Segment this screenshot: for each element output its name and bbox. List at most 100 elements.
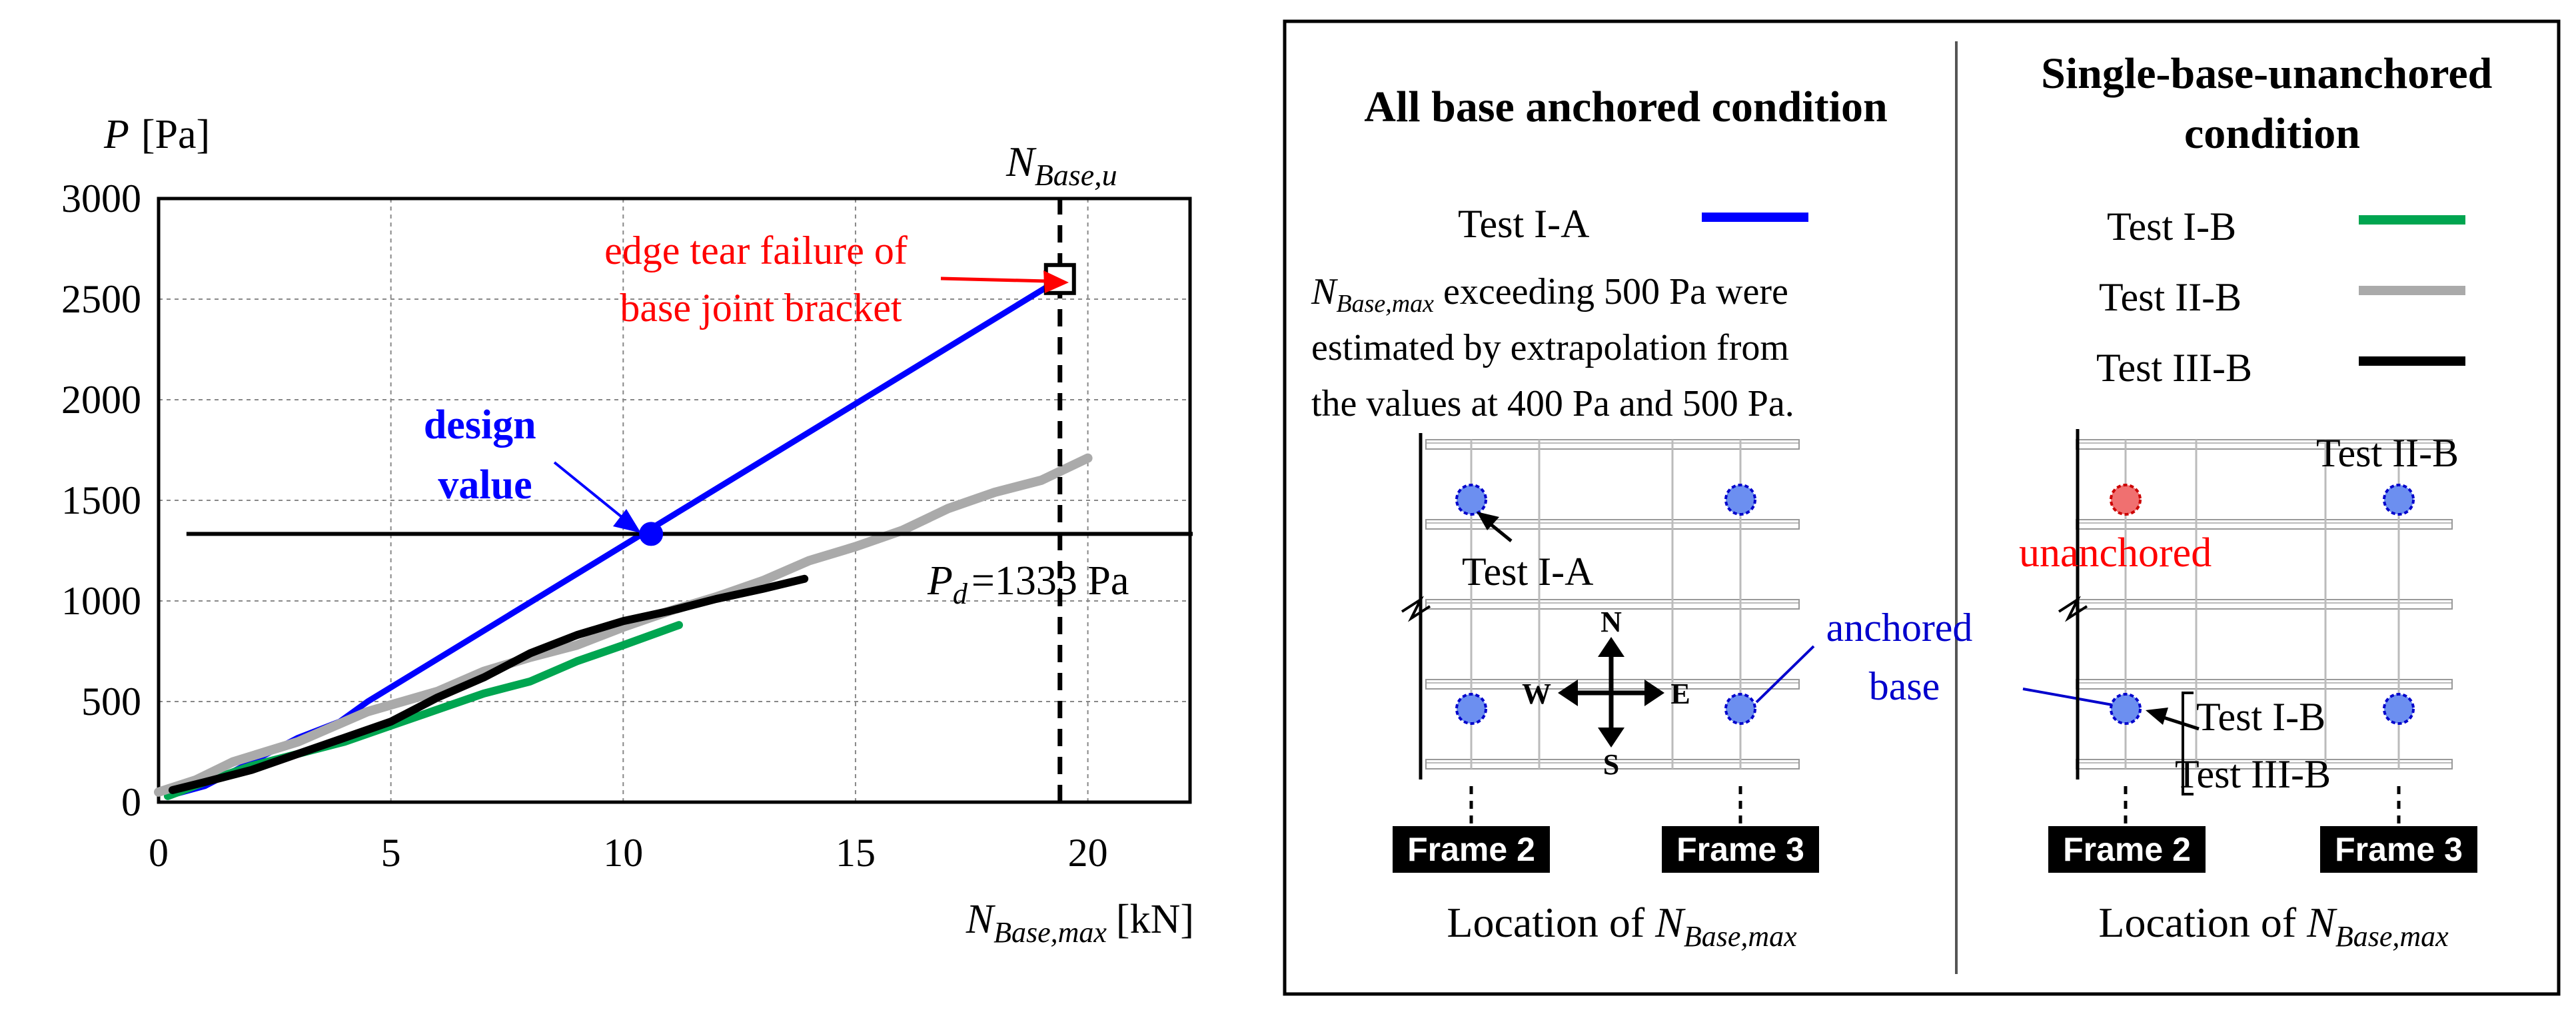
left-location-text: Location of xyxy=(1447,899,1655,946)
base-marker-anchored xyxy=(1724,484,1756,516)
y-tick-label: 0 xyxy=(121,780,141,824)
x-tick-label: 0 xyxy=(149,831,169,875)
x-tick-label: 5 xyxy=(381,831,401,875)
series-line-test-iii-b xyxy=(168,574,809,794)
y-tick-label: 1500 xyxy=(61,478,141,522)
x-axis-label-var: N xyxy=(966,897,996,942)
failure-annotation: edge tear failure of base joint bracket xyxy=(604,229,918,330)
base-marker-anchored xyxy=(2383,693,2415,725)
compass-north-arrow xyxy=(1598,637,1624,657)
right-location-caption: Location of NBase,max xyxy=(2098,899,2449,953)
frame-2-tag-left xyxy=(1393,826,1550,873)
note-text-1: exceeding 500 Pa were xyxy=(1434,271,1788,312)
y-axis-label: P [Pa] xyxy=(103,112,210,157)
test-i-b-callout: Test I-B xyxy=(2196,695,2325,739)
frame-3-tag-right xyxy=(2320,826,2477,873)
base-marker-anchored xyxy=(2110,693,2142,725)
extrapolation-note-line3: the values at 400 Pa and 500 Pa. xyxy=(1311,383,1794,424)
x-axis-label: NBase,max [kN] xyxy=(966,897,1194,949)
plan-beam-row xyxy=(2076,679,2453,690)
right-title-line1: Single-base-unanchored xyxy=(2041,49,2492,98)
compass-east-arrow xyxy=(1644,680,1664,706)
failure-annotation-line1: edge tear failure of xyxy=(604,229,908,272)
y-tick-label: 500 xyxy=(81,680,141,724)
compass-n: N xyxy=(1601,606,1622,638)
y-tick-label: 1000 xyxy=(61,579,141,623)
unanchored-label: unanchored xyxy=(2019,530,2212,576)
grid xyxy=(159,199,1190,802)
plan-beam-row xyxy=(1425,599,1800,610)
frame-2-tag-left-text: Frame 2 xyxy=(1407,831,1535,868)
x-axis-label-sub: Base,max xyxy=(993,916,1107,949)
x-tick-label: 20 xyxy=(1068,831,1108,875)
right-location-sub: Base,max xyxy=(2335,920,2449,953)
plot-frame xyxy=(157,197,1192,804)
legend-border xyxy=(1283,19,2561,996)
right-location-text: Location of xyxy=(2098,899,2307,946)
legend-entry-test-ii-b-label: Test II-B xyxy=(2099,275,2242,319)
plan-break-mark xyxy=(1401,596,1431,622)
plan-beam-row xyxy=(1425,439,1800,450)
plan-beam-row xyxy=(2076,519,2453,530)
anchored-base-line1: anchored xyxy=(1826,606,1973,650)
design-value-marker xyxy=(639,522,664,546)
design-annotation: design value xyxy=(424,402,546,508)
test-i-a-callout: Test I-A xyxy=(1462,550,1593,594)
n-base-u-label: NBase,u xyxy=(1005,138,1117,192)
pd-label: Pd=1333 Pa xyxy=(927,558,1129,610)
extrapolation-note: NBase,max exceeding 500 Pa were estimate… xyxy=(1311,271,1798,424)
design-annotation-line1: design xyxy=(424,402,536,448)
legend-entry-test-iii-b-label: Test III-B xyxy=(2096,346,2252,390)
compass-s: S xyxy=(1603,748,1619,781)
compass-e: E xyxy=(1670,678,1690,710)
y-tick-label: 2000 xyxy=(61,378,141,422)
base-marker-anchored xyxy=(2383,484,2415,516)
test-b-bracket xyxy=(2182,692,2194,795)
test-i-a-callout-head xyxy=(1477,512,1499,530)
extrapolation-note-line1: NBase,max exceeding 500 Pa were xyxy=(1311,271,1788,318)
frame-3-tag-left xyxy=(1662,826,1819,873)
frame-3-tag-right-text: Frame 3 xyxy=(2335,831,2463,868)
x-tick-label: 10 xyxy=(603,831,643,875)
left-location-caption: Location of NBase,max xyxy=(1447,899,1797,953)
extrapolation-note-line2: estimated by extrapolation from xyxy=(1311,327,1789,368)
note-sub: Base,max xyxy=(1336,290,1434,318)
base-marker-anchored xyxy=(1724,693,1756,725)
test-i-b-callout-line xyxy=(2161,715,2200,731)
note-var: N xyxy=(1311,271,1338,312)
right-floor-plan xyxy=(2058,429,2453,823)
failure-annotation-line2: base joint bracket xyxy=(620,286,902,330)
test-i-a-callout-line xyxy=(1489,522,1513,542)
anchored-base-arrow-right xyxy=(2022,688,2113,706)
n-base-u-var: N xyxy=(1005,138,1037,185)
frame-2-tag-right-text: Frame 2 xyxy=(2063,831,2191,868)
y-axis-label-var: P xyxy=(103,112,129,157)
plan-beam-row xyxy=(1425,519,1800,530)
legend-entry-test-i-a-label: Test I-A xyxy=(1458,202,1589,246)
plan-beam-row xyxy=(1425,759,1800,769)
left-title: All base anchored condition xyxy=(1364,83,1887,131)
failure-annotation-arrow-head xyxy=(1043,270,1069,293)
right-location-var: N xyxy=(2306,899,2337,946)
plan-break-mark xyxy=(2058,596,2088,622)
left-location-var: N xyxy=(1654,899,1686,946)
y-tick-label: 2500 xyxy=(61,277,141,321)
compass-w: W xyxy=(1522,678,1551,710)
test-iii-b-callout: Test III-B xyxy=(2175,752,2331,796)
y-axis-label-unit: [Pa] xyxy=(141,112,210,157)
base-marker-anchored xyxy=(1455,693,1487,725)
plan-beam-row xyxy=(2076,599,2453,610)
y-tick-label: 3000 xyxy=(61,177,141,221)
design-annotation-line2: value xyxy=(438,462,532,508)
x-axis-label-unit: [kN] xyxy=(1116,897,1194,942)
left-location-sub: Base,max xyxy=(1684,920,1797,953)
n-base-u-sub: Base,u xyxy=(1035,158,1117,192)
failure-annotation-arrow-line xyxy=(940,276,1048,283)
design-annotation-arrow-line xyxy=(553,461,626,521)
anchored-base-arrow-left xyxy=(1755,645,1815,704)
base-marker-unanchored xyxy=(2110,484,2142,516)
compass-south-arrow xyxy=(1598,728,1624,748)
